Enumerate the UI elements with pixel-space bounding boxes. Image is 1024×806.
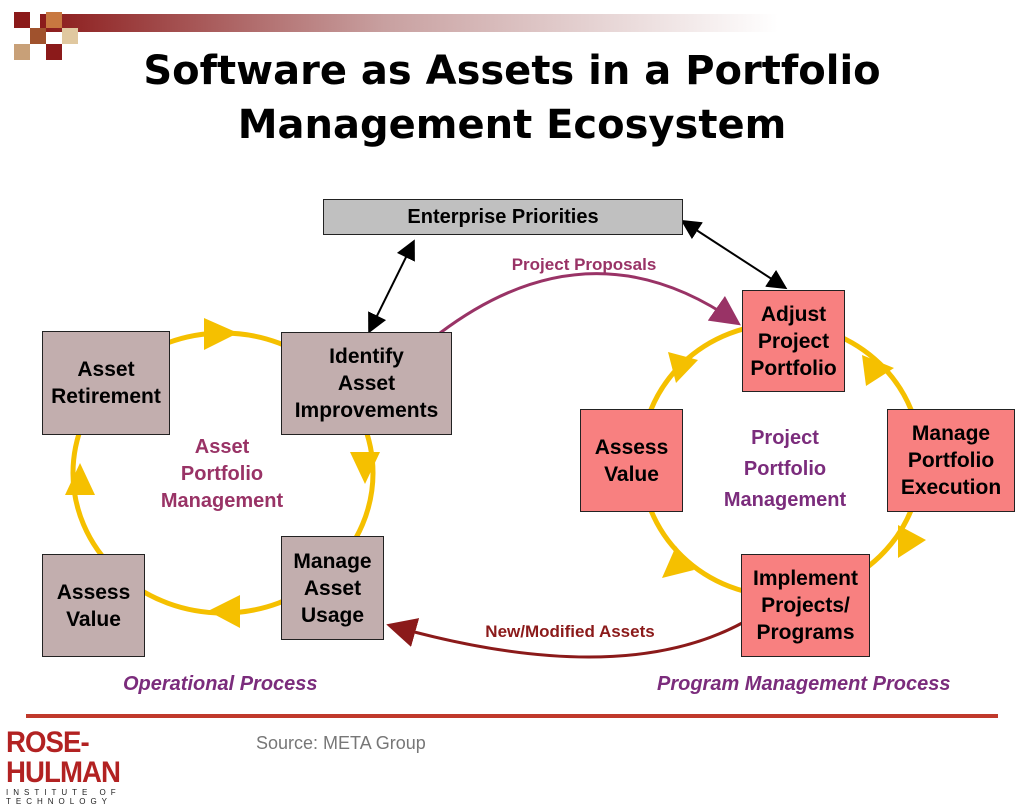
new-modified-assets-arrow bbox=[386, 618, 745, 659]
header-square bbox=[46, 44, 62, 60]
adjust-project-portfolio-box: Adjust Project Portfolio bbox=[742, 290, 845, 392]
asset-retirement-box: Asset Retirement bbox=[42, 331, 170, 435]
enterprise-priorities-box: Enterprise Priorities bbox=[323, 199, 683, 235]
rose-hulman-logo: ROSE-HULMAN INSTITUTE OF TECHNOLOGY bbox=[6, 728, 216, 806]
header-square bbox=[30, 28, 46, 44]
identify-asset-improvements-box: Identify Asset Improvements bbox=[281, 332, 452, 435]
header-gradient-band bbox=[40, 14, 1024, 32]
project-proposals-label: Project Proposals bbox=[511, 255, 657, 274]
cycle-arrowhead bbox=[862, 355, 894, 386]
source-citation: Source: META Group bbox=[256, 733, 426, 753]
project-portfolio-management-label: Project Portfolio Management bbox=[723, 427, 847, 511]
manage-portfolio-execution-box: Manage Portfolio Execution bbox=[887, 409, 1015, 512]
new-modified-assets-label: New/Modified Assets bbox=[485, 622, 655, 641]
priorities-to-adjust-arrow bbox=[680, 219, 788, 290]
program-management-process-label: Program Management Process bbox=[657, 673, 951, 695]
cycle-arrowhead bbox=[208, 595, 240, 628]
header-square bbox=[62, 28, 78, 44]
assess-value-left-box: Assess Value bbox=[42, 554, 145, 657]
cycle-arrowhead bbox=[350, 452, 380, 484]
asset-portfolio-management-label: Asset Portfolio Management bbox=[160, 436, 284, 512]
priorities-to-identify-arrow bbox=[368, 239, 415, 334]
cycle-arrowhead bbox=[204, 318, 238, 350]
assess-value-right-box: Assess Value bbox=[580, 409, 683, 512]
cycle-arrowhead bbox=[898, 525, 926, 558]
logo-wordmark: ROSE-HULMAN bbox=[6, 726, 121, 789]
operational-process-label: Operational Process bbox=[123, 673, 318, 695]
cycle-arrowhead bbox=[668, 352, 698, 383]
header-square bbox=[46, 12, 62, 28]
slide-title: Software as Assets in a Portfolio Manage… bbox=[143, 48, 881, 148]
logo-subtitle: INSTITUTE OF TECHNOLOGY bbox=[6, 788, 121, 806]
manage-asset-usage-box: Manage Asset Usage bbox=[281, 536, 384, 640]
implement-projects-programs-box: Implement Projects/ Programs bbox=[741, 554, 870, 657]
header-square bbox=[14, 12, 30, 28]
header-square bbox=[14, 44, 30, 60]
cycle-arrowhead bbox=[662, 546, 694, 578]
cycle-arrowhead bbox=[65, 463, 95, 495]
project-proposals-arrow bbox=[439, 272, 741, 335]
